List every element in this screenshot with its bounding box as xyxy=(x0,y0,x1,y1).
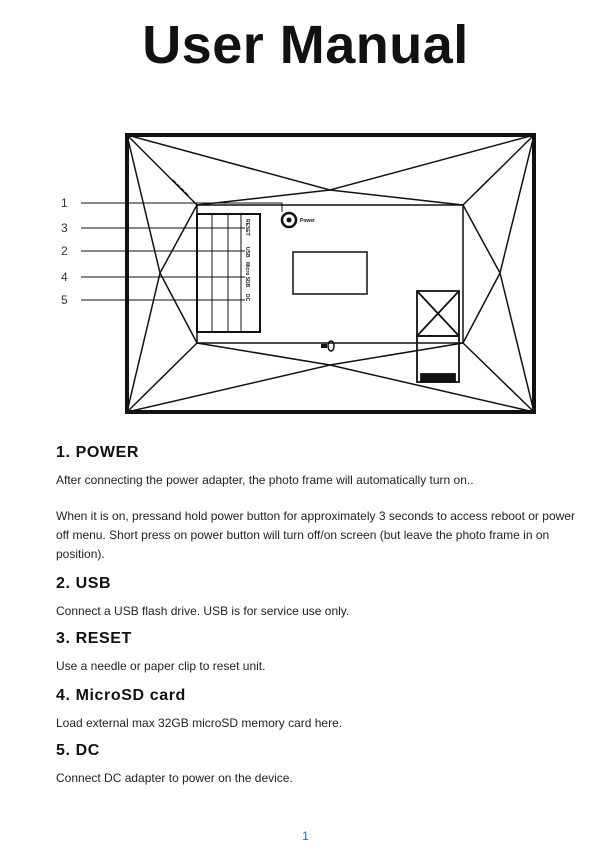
label-area xyxy=(292,251,368,295)
section-paragraph: Connect a USB flash drive. USB is for se… xyxy=(56,604,350,618)
callout-numbers: 1 3 2 4 5 xyxy=(61,196,68,307)
device-back-diagram: RESET USB Micro SDB DC Power 1 3 2 4 5 xyxy=(61,133,536,414)
page-number: 1 xyxy=(302,829,309,843)
callout-2: 2 xyxy=(61,244,68,258)
callout-3: 3 xyxy=(61,221,68,235)
section-paragraph: When it is on, pressand hold power butto… xyxy=(56,509,575,561)
port-label-dc: DC xyxy=(244,294,250,302)
section-heading: 5. DC xyxy=(56,742,100,759)
section-paragraph: Load external max 32GB microSD memory ca… xyxy=(56,716,343,730)
speaker-icon xyxy=(327,340,335,352)
back-panel xyxy=(196,204,464,344)
section-heading: 1. POWER xyxy=(56,444,140,461)
callout-5: 5 xyxy=(61,293,68,307)
section-dc: 5. DC Connect DC adapter to power on the… xyxy=(56,742,576,788)
callout-4: 4 xyxy=(61,270,68,284)
frame-outline xyxy=(125,133,536,414)
vent-ticks xyxy=(172,179,489,196)
page-title: User Manual xyxy=(142,15,469,75)
corner-lines xyxy=(126,134,535,413)
section-reset: 3. RESET Use a needle or paper clip to r… xyxy=(56,630,576,676)
port-label-reset: RESET xyxy=(244,219,250,236)
port-labels: RESET USB Micro SDB DC xyxy=(244,219,250,302)
callout-lines xyxy=(81,202,283,301)
port-label-usb: USB xyxy=(244,247,250,258)
port-label-microsd: Micro SDB xyxy=(244,262,250,288)
callout-1: 1 xyxy=(61,196,68,210)
section-power: 1. POWER After connecting the power adap… xyxy=(56,444,576,564)
section-paragraph: After connecting the power adapter, the … xyxy=(56,473,474,487)
power-button-icon xyxy=(280,211,298,229)
section-heading: 2. USB xyxy=(56,575,112,592)
section-paragraph: Connect DC adapter to power on the devic… xyxy=(56,771,293,785)
stand xyxy=(416,290,460,383)
section-heading: 4. MicroSD card xyxy=(56,687,186,704)
section-microsd: 4. MicroSD card Load external max 32GB m… xyxy=(56,687,576,733)
section-paragraph: Use a needle or paper clip to reset unit… xyxy=(56,659,266,673)
power-label: Power xyxy=(300,218,315,224)
section-usb: 2. USB Connect a USB flash drive. USB is… xyxy=(56,575,576,621)
section-heading: 3. RESET xyxy=(56,630,132,647)
